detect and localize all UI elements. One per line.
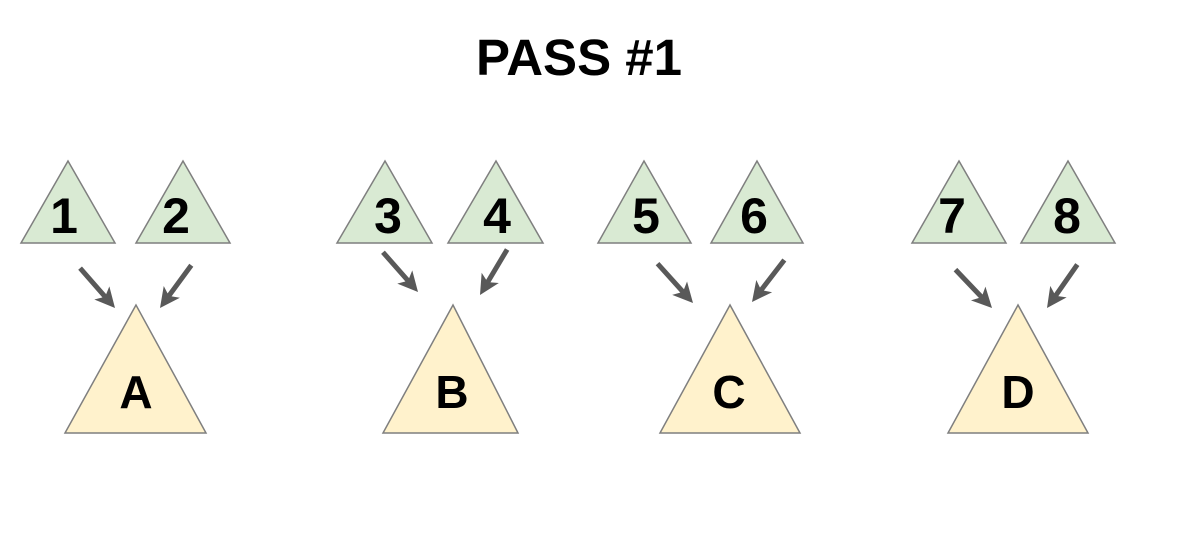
source-triangle (709, 159, 805, 244)
source-triangle (446, 159, 545, 244)
source-triangle-label: 6 (740, 188, 768, 244)
target-triangle-label: B (435, 366, 468, 418)
source-triangle (1019, 159, 1117, 244)
target-triangle (946, 303, 1090, 434)
source-triangle-label: 1 (50, 188, 78, 244)
merge-arrow-icon (72, 261, 123, 315)
source-triangle (335, 159, 434, 244)
merge-group-a: 1 2 A (19, 159, 232, 434)
source-triangle-label: 2 (162, 188, 190, 244)
merge-arrow-icon (948, 262, 1000, 315)
source-triangle-label: 3 (374, 188, 402, 244)
target-triangle-label: A (119, 366, 152, 418)
target-triangle-label: C (712, 366, 745, 418)
merge-arrow-icon (375, 245, 426, 299)
merge-group-d: 7 8 D (910, 159, 1117, 434)
source-triangle-label: 5 (632, 188, 660, 244)
merge-arrow-icon (151, 259, 200, 314)
source-triangle (134, 159, 232, 244)
merge-group-c: 5 6 C (596, 159, 805, 434)
source-triangle (19, 159, 117, 244)
merge-arrow-icon (744, 253, 793, 309)
merge-group-b: 3 4 B (335, 159, 545, 434)
merge-arrow-icon (1038, 258, 1086, 314)
target-triangle (381, 303, 520, 434)
source-triangle (910, 159, 1008, 244)
source-triangle (596, 159, 693, 244)
source-triangle-label: 8 (1053, 188, 1081, 244)
source-triangle-label: 4 (483, 188, 511, 244)
target-triangle (63, 303, 208, 434)
merge-arrow-icon (471, 244, 516, 301)
page-title: PASS #1 (476, 29, 682, 86)
target-triangle-label: D (1001, 366, 1034, 418)
source-triangle-label: 7 (938, 188, 966, 244)
merge-arrow-icon (650, 256, 701, 310)
target-triangle (658, 303, 802, 434)
